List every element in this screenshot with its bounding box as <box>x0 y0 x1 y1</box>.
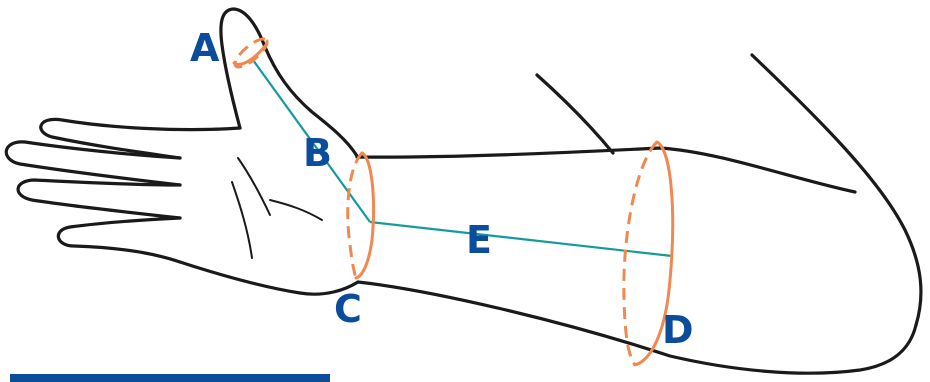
ring-a-front <box>232 43 268 66</box>
measurement-labels: A B C D E <box>190 26 694 352</box>
label-c: C <box>334 287 362 331</box>
measure-line-e <box>369 220 673 258</box>
ring-a-back <box>233 37 269 69</box>
middle-finger-outline <box>4 140 182 187</box>
label-d: D <box>662 308 694 352</box>
arm-outline <box>4 7 923 375</box>
measurement-lines <box>252 59 673 258</box>
label-a: A <box>190 26 220 70</box>
ring-d-back <box>622 140 659 366</box>
little-finger-outline <box>56 216 182 264</box>
palm-crease-3 <box>269 199 323 221</box>
ring-finger-outline <box>16 178 182 220</box>
upper-arm-left-outline <box>535 73 615 155</box>
label-e: E <box>466 218 492 262</box>
ring-d-front <box>633 140 675 367</box>
index-finger-outline <box>39 117 242 160</box>
palm-crease-1 <box>237 157 271 216</box>
ring-c-back <box>346 151 364 279</box>
label-b: B <box>303 131 332 175</box>
measurement-rings <box>232 37 675 367</box>
palm-crease-2 <box>231 181 253 259</box>
thumb-outline <box>219 7 359 158</box>
elbow-outline <box>750 53 923 327</box>
palm-creases <box>231 157 323 259</box>
palm-heel-outline <box>178 260 360 296</box>
forearm-bottom-outline <box>356 280 918 375</box>
measure-line-b <box>252 59 371 223</box>
bottom-accent-bar <box>10 374 330 382</box>
ring-c-front <box>354 151 375 280</box>
forearm-top-outline <box>355 146 857 194</box>
